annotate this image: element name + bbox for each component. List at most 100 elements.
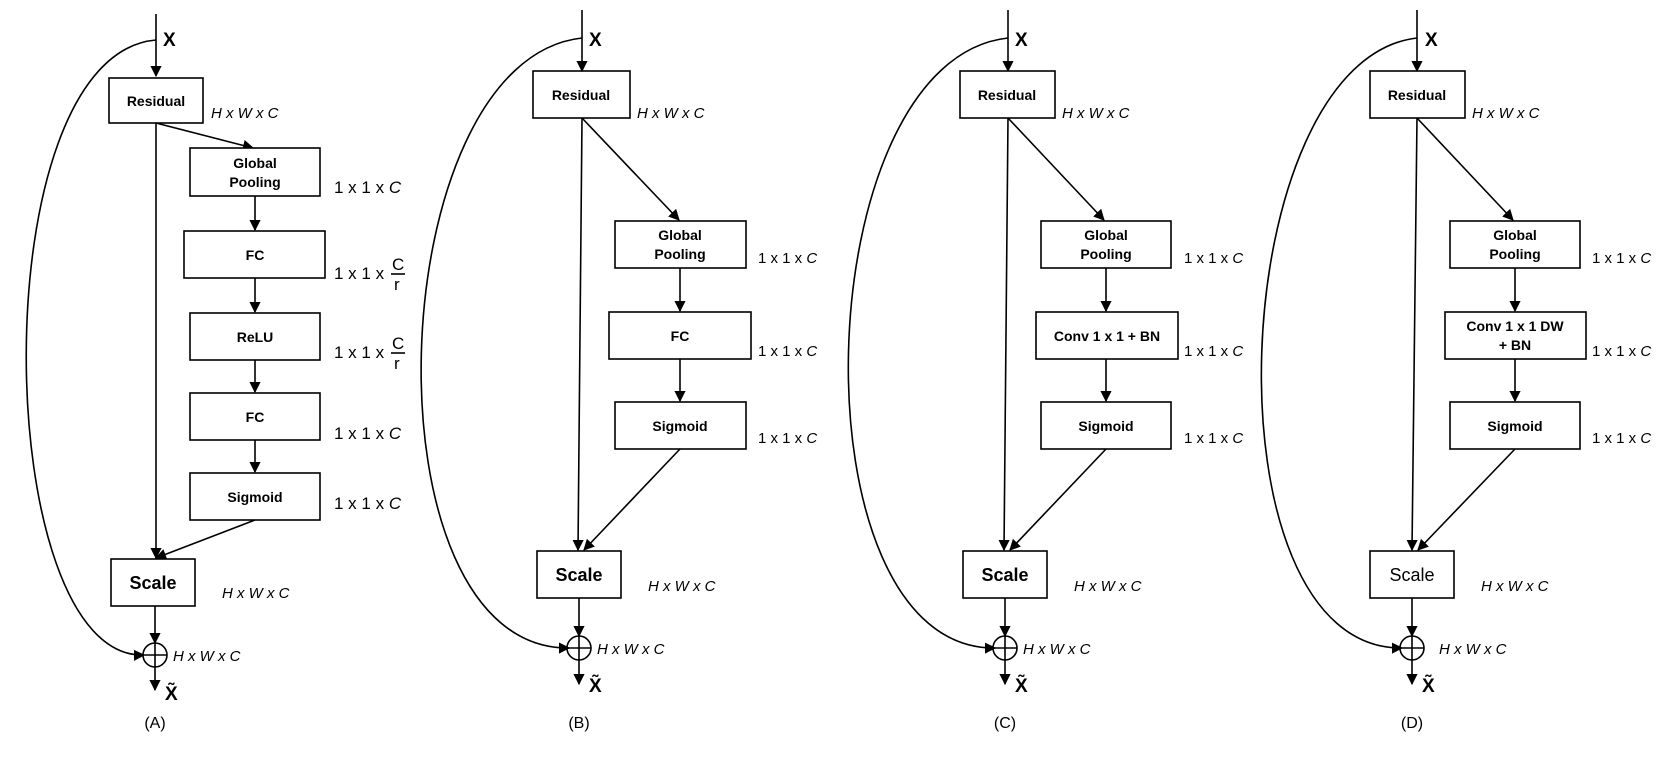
panel-d-residual-label: Residual [1388, 87, 1446, 103]
panel-c-conv-label: Conv 1 x 1 + BN [1054, 328, 1160, 344]
panel-b-global-pooling-dim: 1 x 1 x C [758, 250, 817, 267]
panel-d-skip-connection [1260, 37, 1418, 654]
panel-a-relu-dim: 1 x 1 x [334, 343, 385, 362]
panel-d: X Residual H x W x C Global Pooling 1 x … [1260, 10, 1651, 732]
panel-a-caption: (A) [144, 715, 165, 732]
panel-a-sum-node [142, 642, 168, 668]
panel-b-fc-node [608, 311, 752, 360]
panel-b-global-pooling-label-2: Pooling [654, 246, 705, 262]
panel-d-conv-label-1: Conv 1 x 1 DW [1466, 318, 1564, 334]
panel-a-global-pooling-label-1: Global [233, 155, 277, 171]
panel-a-fc2-dim: 1 x 1 x C [334, 424, 402, 443]
panel-c-conv-dim: 1 x 1 x C [1184, 343, 1243, 360]
panel-a-global-pooling-label-2: Pooling [229, 174, 280, 190]
panel-a-sigmoid-node [189, 472, 321, 521]
panel-c-scale-label: Scale [981, 565, 1028, 585]
panel-c-scale-dim: H x W x C [1074, 578, 1142, 595]
panel-c-residual-dim: H x W x C [1062, 105, 1130, 122]
panel-d-scale-node [1369, 550, 1455, 599]
panel-a-fc1-dim-den: r [394, 275, 400, 294]
panel-b-residual-node [532, 70, 631, 119]
panel-b-edge-residual-scale [572, 117, 584, 552]
panel-d-global-pooling-dim: 1 x 1 x C [1592, 250, 1651, 267]
panel-a-residual-label: Residual [127, 93, 185, 109]
panel-c-residual-node [959, 70, 1056, 119]
panel-b-edge-sigmoid-scale [583, 448, 681, 551]
panel-d-edge-sigmoid-scale [1417, 448, 1516, 551]
panel-a: X Residual H x W x C Global Pooling 1 x … [25, 14, 405, 732]
panel-d-caption: (D) [1401, 715, 1423, 732]
panel-c-input-label: X [1015, 30, 1028, 51]
panel-b-global-pooling-label-1: Global [658, 227, 702, 243]
panel-d-global-pooling-label-2: Pooling [1489, 246, 1540, 262]
panel-a-scale-node [110, 558, 196, 607]
panel-c-global-pooling-node [1040, 220, 1172, 269]
panel-a-sum-dim: H x W x C [173, 648, 241, 665]
panel-b-sum-node [566, 635, 592, 661]
panel-d-sum-dim: H x W x C [1439, 641, 1507, 658]
panel-d-global-pooling-node [1449, 220, 1581, 269]
panel-b-scale-label: Scale [555, 565, 602, 585]
panel-d-scale-dim: H x W x C [1481, 578, 1549, 595]
panel-b-edge-residual-pooling [581, 117, 680, 221]
panel-a-relu-node [189, 312, 321, 361]
panel-b-residual-dim: H x W x C [637, 105, 705, 122]
panel-d-scale-label: Scale [1389, 565, 1434, 585]
panel-b-fc-dim: 1 x 1 x C [758, 343, 817, 360]
panel-b-sigmoid-label: Sigmoid [652, 418, 707, 434]
panel-c-edge-residual-scale [998, 117, 1010, 552]
panel-a-fc1-node [183, 230, 326, 279]
panel-c-edge-sigmoid-scale [1009, 448, 1107, 551]
panel-b-sigmoid-dim: 1 x 1 x C [758, 430, 817, 447]
panel-a-relu-label: ReLU [237, 329, 274, 345]
panel-c-sum-dim: H x W x C [1023, 641, 1091, 658]
panel-a-global-pooling-node [189, 147, 321, 197]
panel-a-skip-connection [25, 39, 157, 661]
panel-a-residual-node [108, 77, 204, 124]
panel-d-residual-dim: H x W x C [1472, 105, 1540, 122]
panel-c-sum-node [992, 635, 1018, 661]
panel-c-sigmoid-label: Sigmoid [1078, 418, 1133, 434]
panel-a-relu-dim-num: C [392, 334, 404, 353]
panel-b-sum-dim: H x W x C [597, 641, 665, 658]
panel-d-edge-residual-scale [1406, 117, 1418, 552]
panel-d-sigmoid-label: Sigmoid [1487, 418, 1542, 434]
panel-a-fc2-label: FC [246, 409, 265, 425]
panel-c-global-pooling-label-2: Pooling [1080, 246, 1131, 262]
panel-a-output-label: X̃ [165, 682, 178, 705]
panel-c-conv-node [1035, 311, 1179, 360]
panel-d-edge-residual-pooling [1416, 117, 1514, 221]
panel-b-output-label: X̃ [589, 674, 602, 697]
panel-c: X Residual H x W x C Global Pooling 1 x … [847, 10, 1243, 732]
panel-b: X Residual H x W x C Global Pooling 1 x … [420, 10, 817, 732]
panel-a-input-label: X [163, 30, 176, 51]
panel-b-sigmoid-node [614, 401, 747, 450]
panel-a-sigmoid-label: Sigmoid [227, 489, 282, 505]
panel-c-caption: (C) [994, 715, 1016, 732]
panel-c-edge-residual-pooling [1007, 117, 1105, 221]
panel-a-scale-label: Scale [129, 573, 176, 593]
panel-d-global-pooling-label-1: Global [1493, 227, 1537, 243]
panel-a-edge-residual-pooling [155, 122, 255, 151]
panel-c-scale-node [962, 550, 1048, 599]
panel-d-input-label: X [1425, 30, 1438, 51]
panel-b-global-pooling-node [614, 220, 747, 269]
panel-b-skip-connection [420, 37, 583, 654]
panel-a-global-pooling-dim: 1 x 1 x C [334, 178, 402, 197]
panel-d-residual-node [1369, 70, 1466, 119]
panel-a-fc1-label: FC [246, 247, 265, 263]
panel-d-sigmoid-node [1449, 401, 1581, 450]
panel-a-edge-sigmoid-scale [154, 519, 256, 560]
panel-b-input-label: X [589, 30, 602, 51]
panel-d-conv-label-2: + BN [1499, 337, 1531, 353]
panel-c-sigmoid-node [1040, 401, 1172, 450]
panel-c-residual-label: Residual [978, 87, 1036, 103]
panel-b-residual-label: Residual [552, 87, 610, 103]
panel-d-output-label: X̃ [1422, 674, 1435, 697]
panel-d-sigmoid-dim: 1 x 1 x C [1592, 430, 1651, 447]
panel-c-skip-connection [847, 37, 1009, 654]
panel-a-sigmoid-dim: 1 x 1 x C [334, 494, 402, 513]
panel-b-scale-dim: H x W x C [648, 578, 716, 595]
panel-a-relu-dim-den: r [394, 354, 400, 373]
